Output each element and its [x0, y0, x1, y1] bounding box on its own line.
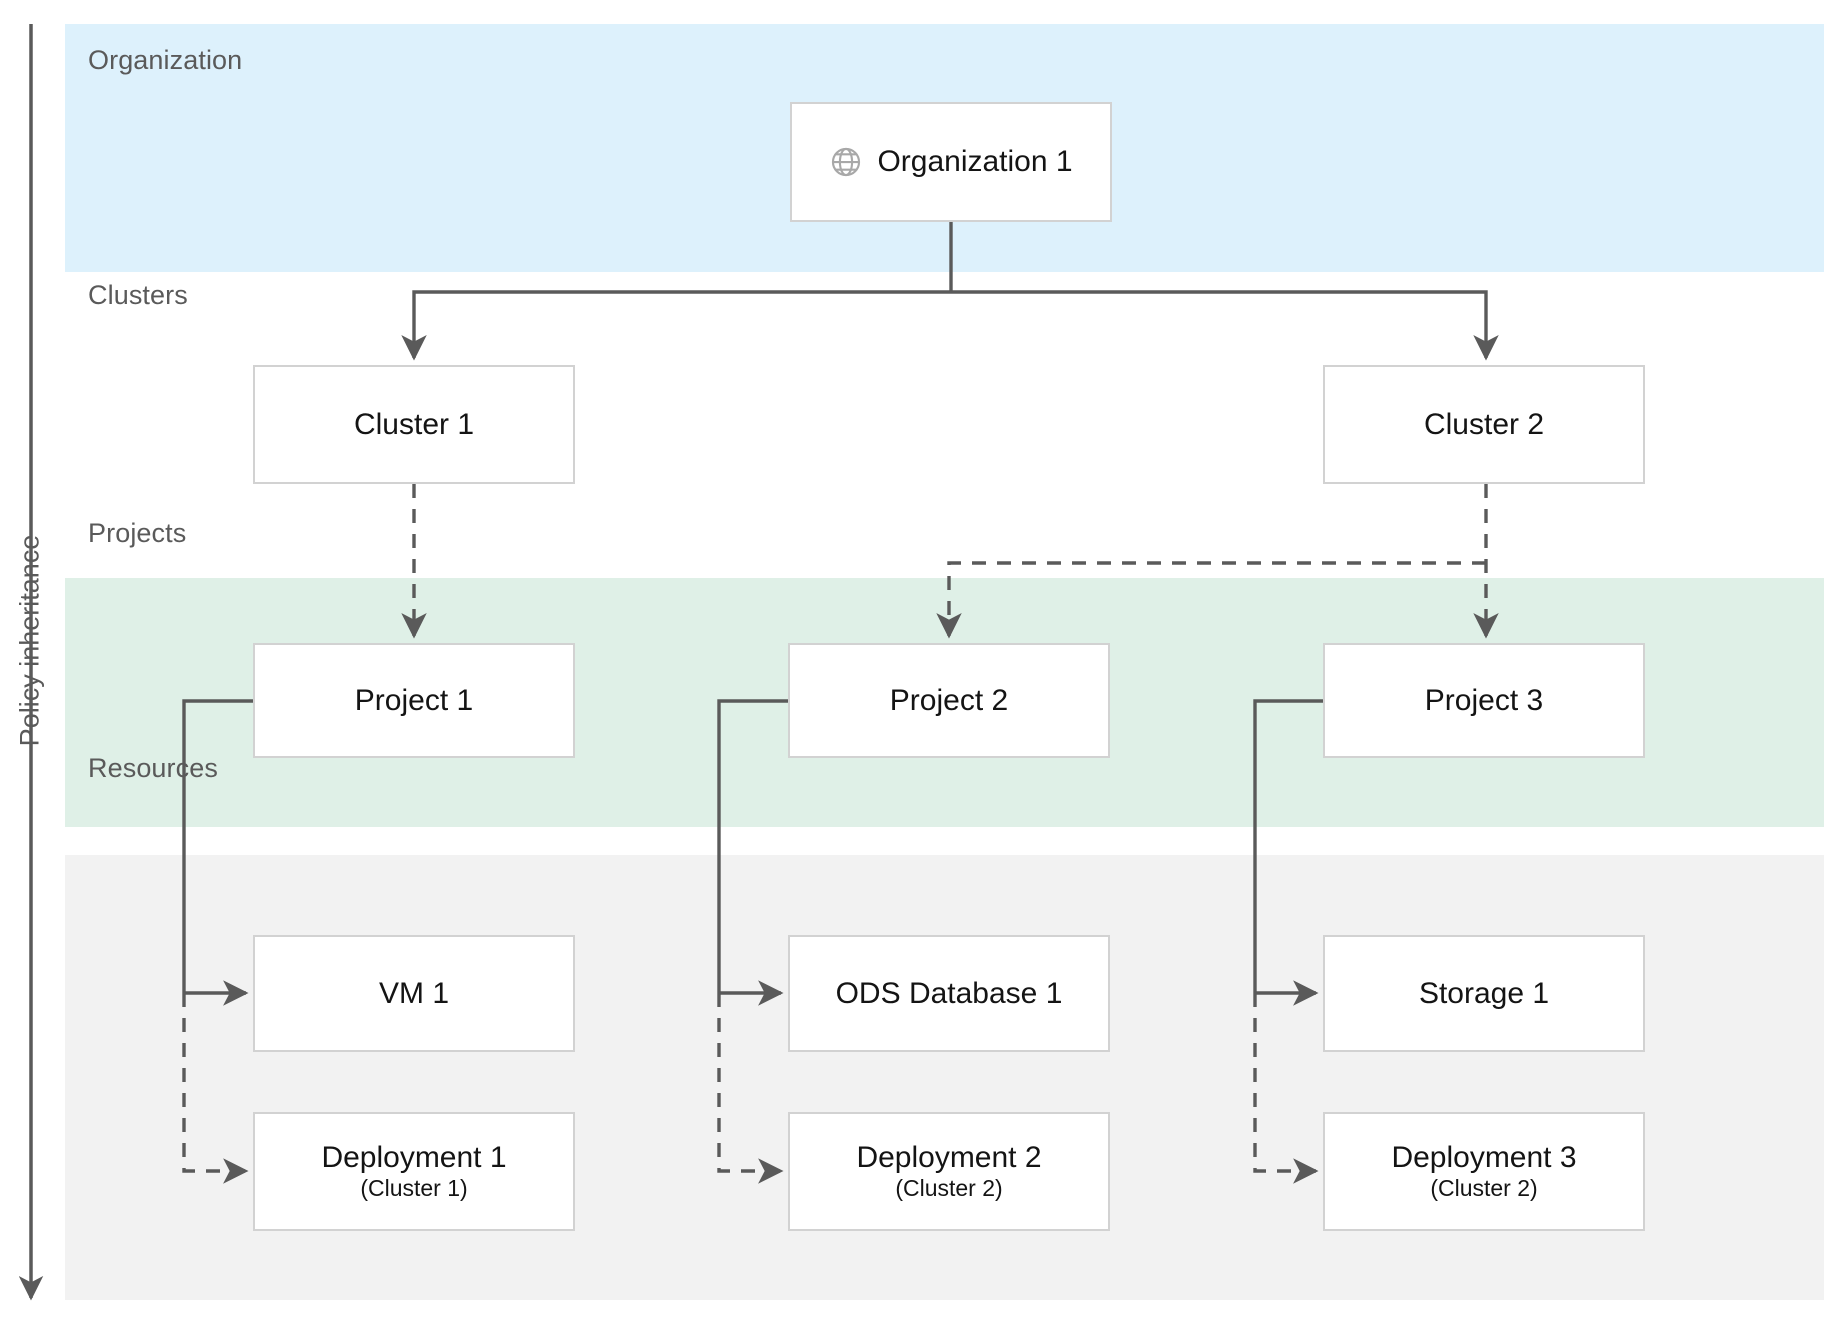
node-storage-1[interactable]: Storage 1 [1323, 935, 1645, 1052]
node-label: Project 1 [354, 683, 474, 717]
node-label: Storage 1 [1418, 976, 1550, 1010]
node-ods-database-1[interactable]: ODS Database 1 [788, 935, 1110, 1052]
node-project-1[interactable]: Project 1 [253, 643, 575, 758]
node-label: Deployment 2 [856, 1140, 1042, 1174]
node-subtitle: (Cluster 2) [895, 1175, 1003, 1202]
node-label: Cluster 2 [1423, 407, 1545, 441]
band-label-organization: Organization [88, 45, 243, 75]
globe-icon [829, 145, 863, 179]
band-resources [65, 855, 1824, 1300]
node-cluster-1[interactable]: Cluster 1 [253, 365, 575, 484]
policy-inheritance-label: Policy inheritance [14, 534, 45, 747]
node-label: Project 2 [889, 683, 1009, 717]
node-label: Project 3 [1424, 683, 1544, 717]
node-deployment-2[interactable]: Deployment 2 (Cluster 2) [788, 1112, 1110, 1231]
node-project-2[interactable]: Project 2 [788, 643, 1110, 758]
band-label-projects: Projects [88, 518, 187, 548]
band-label-clusters: Clusters [88, 280, 188, 310]
node-project-3[interactable]: Project 3 [1323, 643, 1645, 758]
node-label: Deployment 3 [1391, 1140, 1577, 1174]
node-deployment-3[interactable]: Deployment 3 (Cluster 2) [1323, 1112, 1645, 1231]
node-label: ODS Database 1 [835, 976, 1063, 1010]
band-label-resources: Resources [88, 753, 218, 783]
node-label: Cluster 1 [353, 407, 475, 441]
policy-inheritance-arrow-icon [18, 24, 44, 1301]
node-subtitle: (Cluster 2) [1430, 1175, 1538, 1202]
node-label: VM 1 [378, 976, 450, 1010]
policy-inheritance-axis: Policy inheritance [0, 0, 70, 1326]
node-organization-1[interactable]: Organization 1 [790, 102, 1112, 222]
node-label: Organization 1 [877, 145, 1073, 179]
node-subtitle: (Cluster 1) [360, 1175, 468, 1202]
node-deployment-1[interactable]: Deployment 1 (Cluster 1) [253, 1112, 575, 1231]
node-vm-1[interactable]: VM 1 [253, 935, 575, 1052]
node-label: Deployment 1 [321, 1140, 507, 1174]
node-cluster-2[interactable]: Cluster 2 [1323, 365, 1645, 484]
